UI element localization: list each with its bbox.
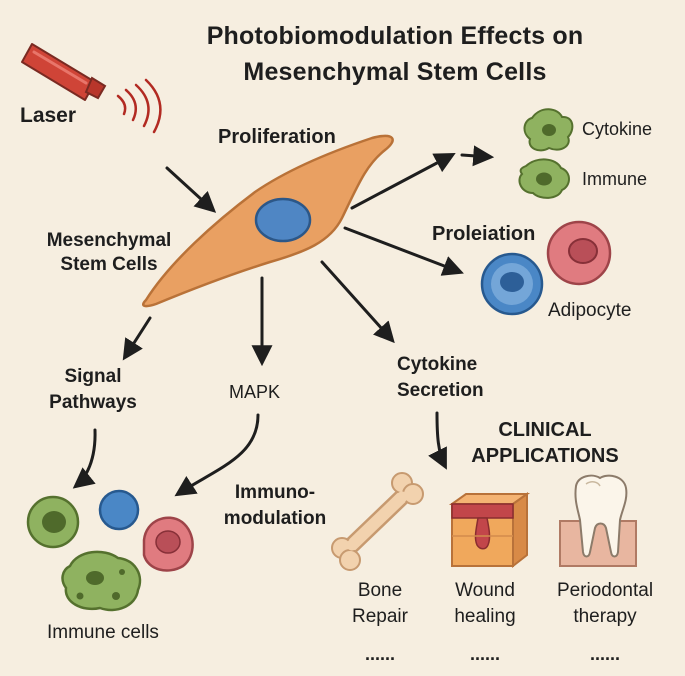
immune-cells-label: Immune cells [47,622,159,643]
adipocyte-label: Adipocyte [548,300,632,321]
diagram-title-line1: Photobiomodulation Effects on [206,22,584,50]
arrow-cytokine-tail [460,145,495,167]
periodontal-therapy-more: ...... [589,644,620,664]
arrow-laser-to-cell [165,166,217,213]
tooth-icon [559,474,637,567]
light-wave-icon [116,78,162,134]
cytokine-secretion-line1: Cytokine [397,354,478,375]
proleiation-label: Proleiation [432,223,536,245]
bone-repair-line1: Bone [357,580,403,601]
bone-repair-more: ...... [364,644,395,664]
stem-cell-icon [142,134,394,308]
arrow-cell-to-cytokine [350,153,456,210]
bone-repair-line2: Repair [352,606,408,627]
wound-healing-more: ...... [469,644,500,664]
cytokine-secretion-line2: Secretion [397,380,484,401]
immunomodulation-line1: Immuno- [234,482,316,503]
periodontal-therapy-line2: therapy [573,606,637,627]
msc-label-line2: Stem Cells [60,254,158,275]
proliferation-label: Proliferation [218,126,336,148]
arrow-cell-to-adipocyte [343,226,464,276]
immune-cell-icon [518,158,570,199]
mapk-label: MAPK [229,382,281,402]
arrow-cell-to-secretion [320,260,395,344]
arrow-mapk-to-immune [174,413,260,497]
clinical-heading-line2: APPLICATIONS [471,445,619,467]
immune-label: Immune [582,169,648,189]
cytokine-cell-icon [523,108,574,152]
arrow-secretion-to-clinical [428,411,447,470]
diagram-title-line2: Mesenchymal Stem Cells [243,58,547,86]
signal-pathways-line2: Pathways [49,392,137,413]
bone-icon [331,472,424,571]
wound-healing-line2: healing [454,606,516,627]
periodontal-therapy-line1: Periodontal [556,580,654,601]
arrow-signal-to-immune [72,428,97,489]
immunomodulation-line2: modulation [223,508,327,529]
adipocyte-cell-icon [480,220,612,316]
laser-pointer-icon [21,43,107,101]
skin-tissue-icon [448,492,531,569]
arrow-cell-to-signal [122,316,152,361]
wound-healing-line1: Wound [455,580,515,601]
msc-label-line1: Mesenchymal [46,230,172,251]
clinical-heading-line1: CLINICAL [498,419,592,441]
flow-arrows [72,145,495,497]
signal-pathways-line1: Signal [64,366,122,387]
immune-cells-cluster [26,489,194,612]
laser-label: Laser [20,104,77,127]
cytokine-label: Cytokine [582,119,653,139]
